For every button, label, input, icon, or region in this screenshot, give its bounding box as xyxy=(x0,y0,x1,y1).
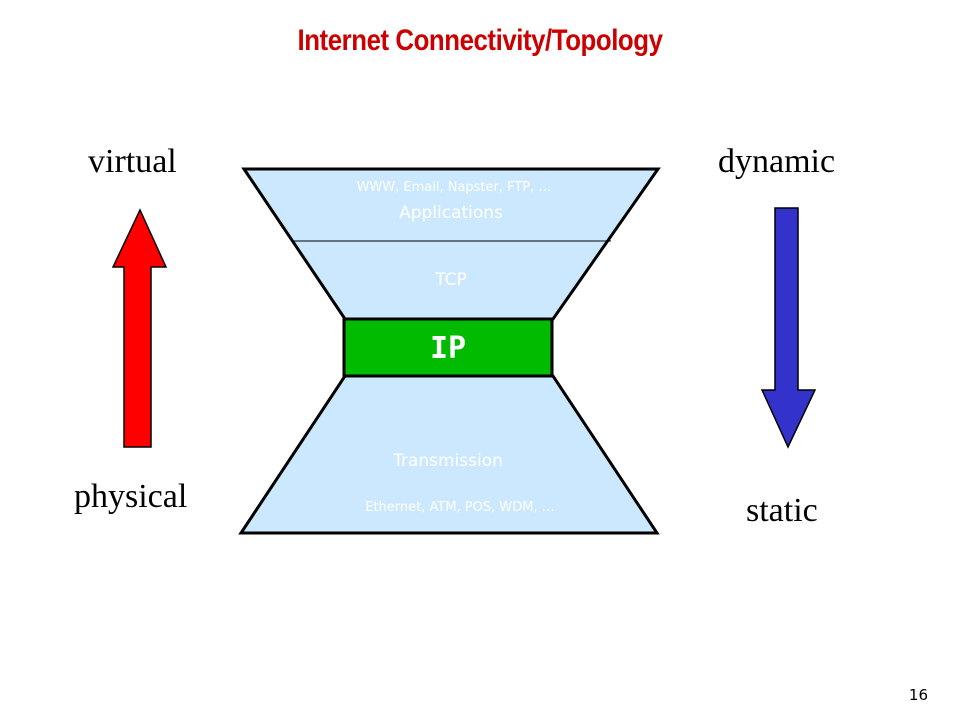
transmission-examples-text: Ethernet, ATM, POS, WDM, … xyxy=(365,500,555,515)
ip-text: IP xyxy=(430,331,466,366)
applications-text: Applications xyxy=(399,203,503,223)
ip-box xyxy=(342,317,554,378)
slide-title: Internet Connectivity/Topology xyxy=(297,24,663,57)
physical-label: physical xyxy=(74,478,188,515)
transmission-text: Transmission xyxy=(392,451,503,471)
applications-examples-text: WWW, Email, Napster, FTP, … xyxy=(357,180,552,195)
down-arrow-icon xyxy=(760,207,817,449)
dynamic-label: dynamic xyxy=(718,143,836,180)
page-number: 16 xyxy=(908,686,928,704)
static-label: static xyxy=(746,492,818,529)
tcp-text: TCP xyxy=(434,270,467,290)
up-arrow-icon xyxy=(111,208,168,448)
virtual-label: virtual xyxy=(88,143,177,180)
